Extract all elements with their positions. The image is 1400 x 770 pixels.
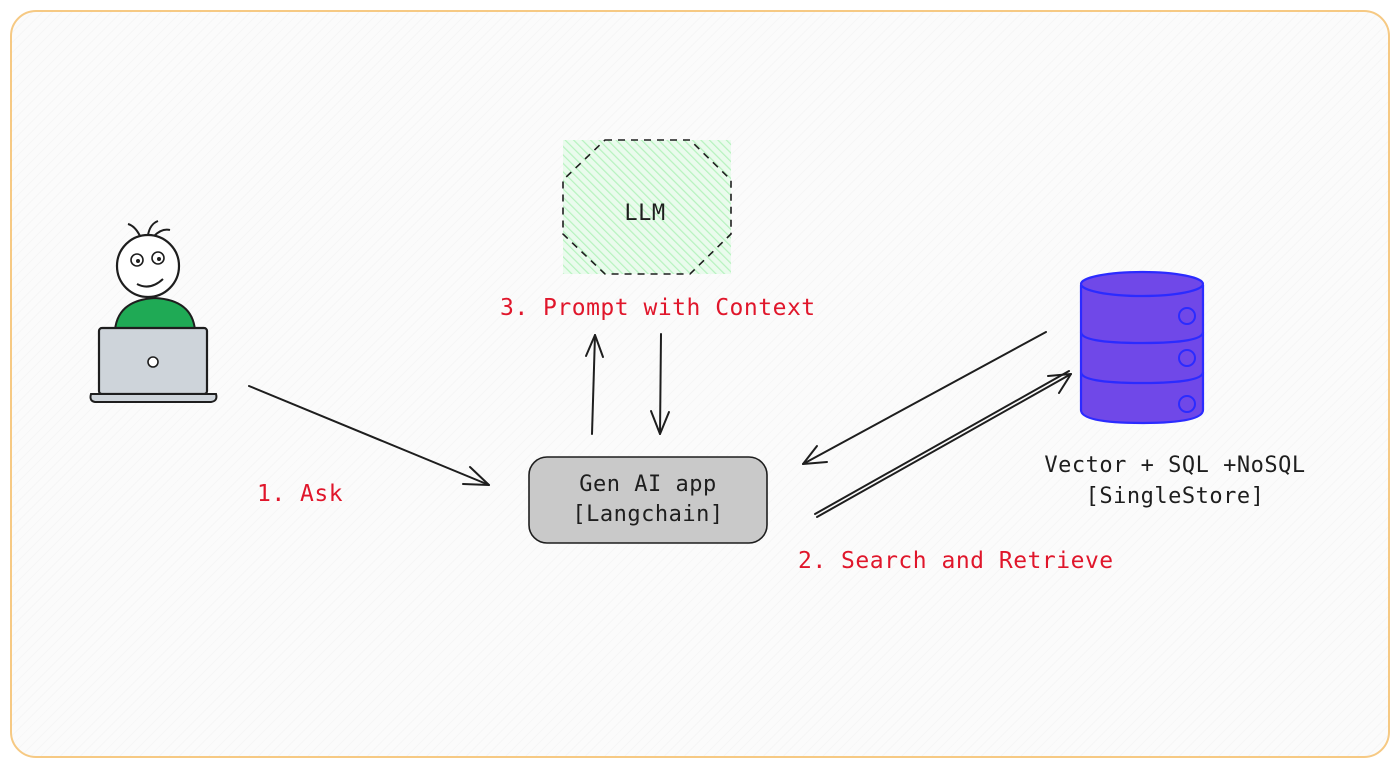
app-node-box [528, 456, 768, 544]
db-label-line2: [SingleStore] [1085, 484, 1265, 509]
app-label-line2: [Langchain] [572, 502, 724, 527]
edge-label-search: 2. Search and Retrieve [798, 548, 1114, 574]
arrow-llm-to-app [650, 333, 670, 435]
arrow-app-to-llm [585, 334, 604, 435]
arrow-search [814, 370, 1072, 518]
edge-label-prompt: 3. Prompt with Context [500, 295, 816, 321]
db-label-line1: Vector + SQL +NoSQL [1044, 453, 1306, 478]
user-head [115, 233, 181, 299]
user-shirt [113, 296, 197, 331]
user-icon [89, 220, 218, 403]
database-icon [1079, 270, 1205, 425]
arrow-ask [248, 385, 490, 486]
edge-label-ask: 1. Ask [257, 481, 344, 507]
arrow-db-to-app [802, 331, 1047, 465]
app-label-line1: Gen AI app [579, 472, 717, 497]
llm-node [562, 139, 732, 275]
llm-label: LLM [624, 201, 666, 226]
